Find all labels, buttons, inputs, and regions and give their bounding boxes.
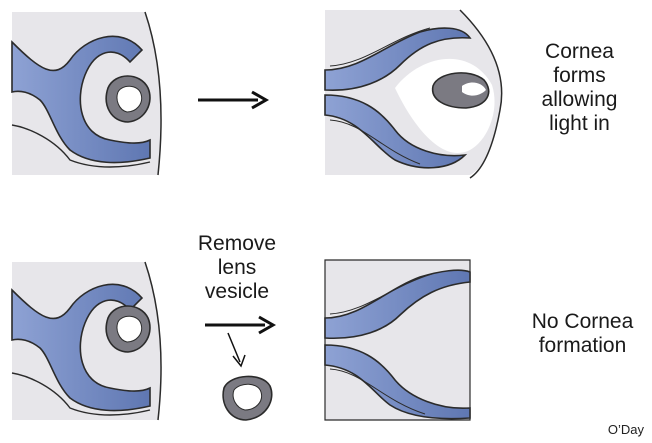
arrow-removed-lens	[228, 333, 245, 366]
remove-lens-vesicle-label: Remove lens vesicle	[182, 232, 292, 304]
author-credit: O’Day	[608, 422, 644, 437]
removed-lens-vesicle	[223, 376, 272, 420]
panel-cornea-formed	[325, 10, 502, 178]
panel-optic-cup-before-removal	[12, 262, 161, 420]
arrow-bottom	[205, 317, 273, 333]
panel-optic-cup-with-lens	[12, 12, 161, 175]
no-cornea-label: No Cornea formation	[520, 310, 645, 358]
panel-no-cornea	[325, 260, 470, 420]
arrow-top	[198, 92, 266, 108]
cornea-forms-label: Cornea forms allowing light in	[522, 40, 637, 136]
